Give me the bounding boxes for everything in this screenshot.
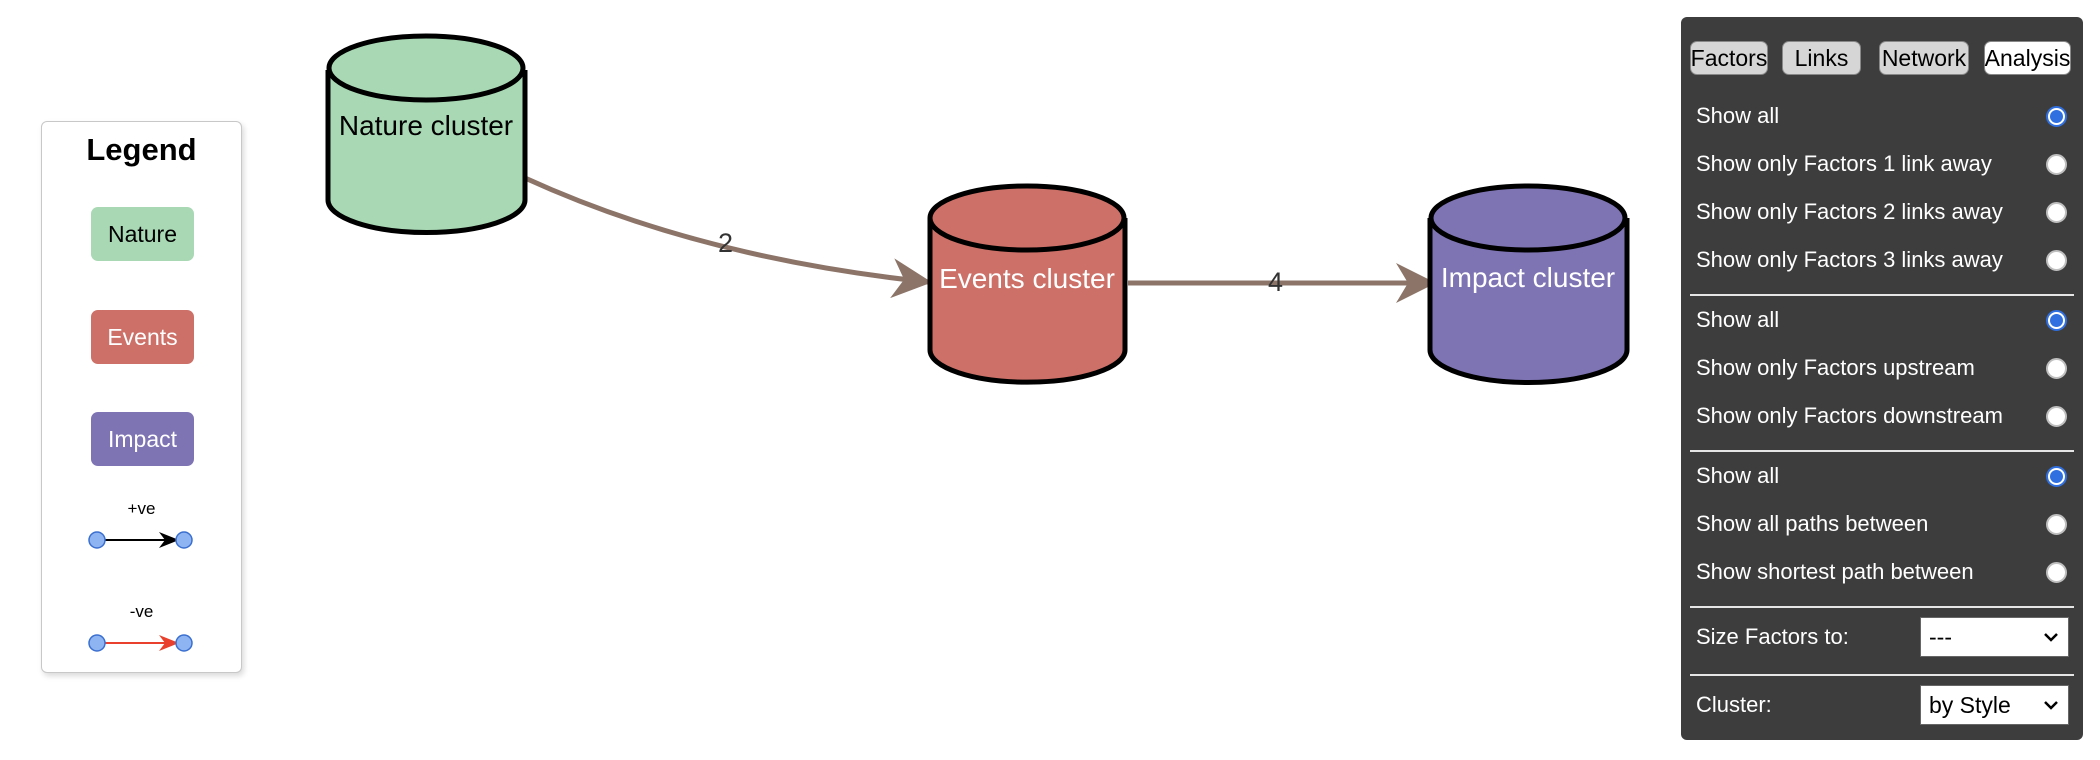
option-label: Show all: [1696, 463, 1780, 488]
cluster-row: Cluster: by Style: [1696, 683, 2069, 727]
option-factors-upstream[interactable]: Show only Factors upstream: [1696, 348, 2073, 388]
cluster-select[interactable]: by Style: [1920, 685, 2069, 725]
option-label: Show all: [1696, 103, 1780, 128]
edge-label-events-impact: 4: [1268, 267, 1284, 297]
radio-button[interactable]: [2046, 357, 2067, 379]
radio-button[interactable]: [2046, 405, 2067, 427]
legend-positive-edge: [88, 531, 193, 549]
chevron-down-icon: [2044, 701, 2058, 710]
tab-factors[interactable]: Factors: [1690, 41, 1768, 75]
radio-button[interactable]: [2046, 153, 2067, 175]
select-value: ---: [1929, 623, 1952, 650]
size-factors-label: Size Factors to:: [1696, 624, 1849, 649]
radio-button[interactable]: [2046, 465, 2067, 487]
node-impact-cluster[interactable]: [1427, 183, 1630, 385]
legend-panel: Legend Nature Events Impact +ve -ve: [41, 121, 242, 673]
legend-negative-edge: [88, 634, 193, 652]
size-factors-select[interactable]: ---: [1920, 617, 2069, 657]
chevron-down-icon: [2044, 633, 2058, 642]
radio-button[interactable]: [2046, 513, 2067, 535]
radio-button[interactable]: [2046, 561, 2067, 583]
legend-item-impact: Impact: [91, 412, 194, 466]
divider: [1690, 674, 2074, 676]
option-label: Show shortest path between: [1696, 559, 1974, 584]
size-factors-row: Size Factors to: ---: [1696, 615, 2069, 659]
option-show-all-factors[interactable]: Show all: [1696, 96, 2073, 136]
divider: [1690, 294, 2074, 296]
option-label: Show only Factors upstream: [1696, 355, 1975, 380]
option-label: Show all paths between: [1696, 511, 1929, 536]
node-nature-cluster[interactable]: [325, 33, 528, 235]
legend-item-events: Events: [91, 310, 194, 364]
tab-analysis[interactable]: Analysis: [1984, 41, 2071, 75]
option-show-all-paths-mode[interactable]: Show all: [1696, 456, 2073, 496]
radio-button[interactable]: [2046, 105, 2067, 127]
network-canvas[interactable]: [0, 0, 1680, 760]
analysis-panel: Factors Links Network Analysis Show all …: [1681, 17, 2083, 740]
option-shortest-path-between[interactable]: Show shortest path between: [1696, 552, 2073, 592]
option-factors-1-link[interactable]: Show only Factors 1 link away: [1696, 144, 2073, 184]
edge-label-nature-events: 2: [718, 228, 734, 258]
cluster-label: Cluster:: [1696, 692, 1772, 717]
legend-item-nature: Nature: [91, 207, 194, 261]
legend-positive-label: +ve: [127, 499, 156, 518]
legend-negative-label: -ve: [129, 602, 154, 621]
legend-title: Legend: [86, 132, 197, 167]
tab-network[interactable]: Network: [1879, 41, 1969, 75]
divider: [1690, 606, 2074, 608]
radio-button[interactable]: [2046, 249, 2067, 271]
option-factors-3-links[interactable]: Show only Factors 3 links away: [1696, 240, 2073, 280]
edge-nature-events[interactable]: [523, 175, 932, 299]
option-label: Show only Factors 3 links away: [1696, 247, 2003, 272]
tab-links[interactable]: Links: [1782, 41, 1861, 75]
option-show-all-direction[interactable]: Show all: [1696, 300, 2073, 340]
node-label-impact[interactable]: Impact cluster: [1440, 262, 1616, 293]
node-label-events[interactable]: Events cluster: [939, 263, 1115, 294]
option-label: Show all: [1696, 307, 1780, 332]
option-all-paths-between[interactable]: Show all paths between: [1696, 504, 2073, 544]
option-factors-downstream[interactable]: Show only Factors downstream: [1696, 396, 2073, 436]
select-value: by Style: [1929, 691, 2011, 718]
option-label: Show only Factors 1 link away: [1696, 151, 1992, 176]
node-label-nature[interactable]: Nature cluster: [338, 110, 514, 141]
radio-button[interactable]: [2046, 309, 2067, 331]
node-events-cluster[interactable]: [927, 183, 1128, 385]
option-label: Show only Factors downstream: [1696, 403, 2003, 428]
option-factors-2-links[interactable]: Show only Factors 2 links away: [1696, 192, 2073, 232]
option-label: Show only Factors 2 links away: [1696, 199, 2003, 224]
divider: [1690, 450, 2074, 452]
radio-button[interactable]: [2046, 201, 2067, 223]
